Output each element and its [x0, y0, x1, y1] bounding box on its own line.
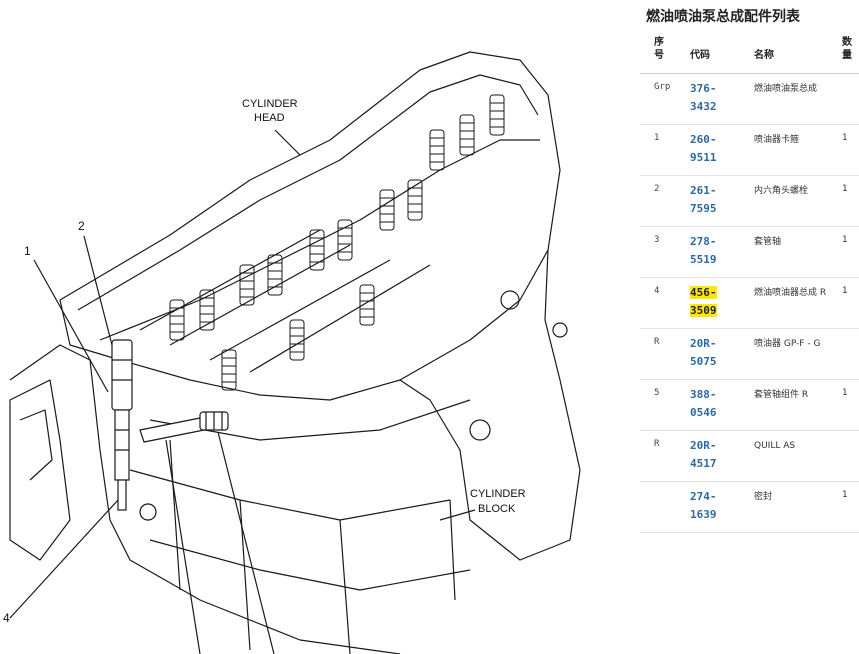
- part-code-link[interactable]: 388-0546: [690, 388, 717, 419]
- part-code-link[interactable]: 261-7595: [690, 184, 717, 215]
- table-row: 274-1639 密封 1: [640, 482, 859, 533]
- table-row: R 20R-5075 喷油器 GP-F - G: [640, 329, 859, 380]
- part-name: 燃油喷油器总成 R: [754, 288, 827, 298]
- table-row: 1 260-9511 喷油器卡箍 1: [640, 125, 859, 176]
- parts-list-title: 燃油喷油泵总成配件列表: [646, 9, 800, 25]
- table-row: R 20R-4517 QUILL AS: [640, 431, 859, 482]
- header-name: 名称: [754, 50, 774, 61]
- part-name: 燃油喷油泵总成: [754, 84, 818, 94]
- part-qty: 1: [842, 286, 848, 296]
- table-row: 5 388-0546 套管轴组件 R 1: [640, 380, 859, 431]
- part-name: QUILL AS: [754, 441, 796, 451]
- part-qty: 1: [842, 490, 848, 500]
- parts-list-panel: 燃油喷油泵总成配件列表 序号 代码 名称 数量 Grp 376-3432 燃油喷…: [640, 0, 859, 654]
- header-qty: 数量: [842, 37, 852, 61]
- row-seq: 1: [654, 133, 660, 143]
- engine-exploded-drawing: CYLINDER HEAD CYLINDER BLOCK 1 2 4: [3, 51, 581, 654]
- part-name: 密封: [754, 492, 773, 502]
- engine-line-art: CYLINDER HEAD CYLINDER BLOCK 1 2 4: [3, 51, 581, 654]
- parts-table-header: 序号 代码 名称 数量: [640, 34, 859, 74]
- part-name: 喷油器卡箍: [754, 135, 800, 145]
- row-seq: 3: [654, 235, 660, 245]
- label-cylinder-head-line1: CYLINDER: [242, 98, 298, 110]
- part-qty: 1: [842, 388, 848, 398]
- part-name: 套管轴组件 R: [754, 390, 809, 400]
- callout-1: 1: [24, 244, 31, 258]
- row-seq: R: [654, 439, 660, 449]
- row-seq: 2: [654, 184, 660, 194]
- part-code-link[interactable]: 376-3432: [690, 82, 717, 113]
- table-row: Grp 376-3432 燃油喷油泵总成: [640, 74, 859, 125]
- row-seq: 5: [654, 388, 660, 398]
- table-row-highlighted: 4 456-3509 燃油喷油器总成 R 1: [640, 278, 859, 329]
- header-code: 代码: [690, 50, 710, 61]
- part-qty: 1: [842, 184, 848, 194]
- table-row: 2 261-7595 内六角头螺栓 1: [640, 176, 859, 227]
- header-seq: 序号: [654, 37, 664, 61]
- label-cylinder-block-line2: BLOCK: [478, 503, 516, 515]
- label-cylinder-head-line2: HEAD: [254, 112, 285, 124]
- part-qty: 1: [842, 133, 848, 143]
- part-code-link[interactable]: 278-5519: [690, 235, 717, 266]
- part-name: 喷油器 GP-F - G: [754, 339, 821, 349]
- fuel-injector-shape: [111, 339, 133, 511]
- part-name: 内六角头螺栓: [754, 186, 809, 196]
- part-code-link-highlighted[interactable]: 456-3509: [690, 284, 720, 320]
- callout-4: 4: [3, 611, 10, 625]
- row-seq: Grp: [654, 82, 671, 92]
- quill-tube-shape: [139, 411, 229, 443]
- part-name: 套管轴: [754, 237, 782, 247]
- highlighted-code-text: 456-3509: [690, 286, 717, 317]
- label-cylinder-block-line1: CYLINDER: [470, 488, 526, 500]
- row-seq: R: [654, 337, 660, 347]
- part-qty: 1: [842, 235, 848, 245]
- row-seq: 4: [654, 286, 660, 296]
- part-code-link[interactable]: 20R-4517: [690, 439, 717, 470]
- part-code-link[interactable]: 260-9511: [690, 133, 717, 164]
- part-code-link[interactable]: 20R-5075: [690, 337, 717, 368]
- table-row: 3 278-5519 套管轴 1: [640, 227, 859, 278]
- part-code-link[interactable]: 274-1639: [690, 490, 717, 521]
- callout-2: 2: [78, 219, 85, 233]
